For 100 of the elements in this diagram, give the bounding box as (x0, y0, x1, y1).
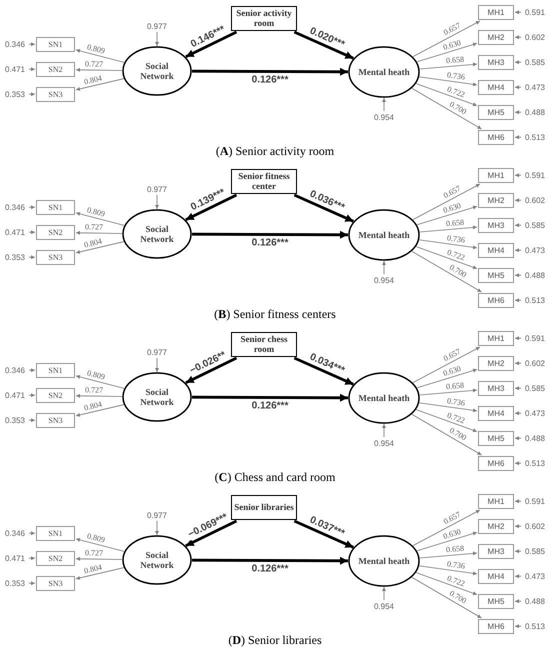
arrow (76, 78, 124, 91)
indicator-box: MH4 (478, 80, 514, 95)
arrow (514, 574, 522, 578)
error-value: 0.513 (522, 621, 548, 631)
arrow (76, 567, 124, 580)
arrow (416, 368, 478, 388)
arrow (185, 520, 238, 548)
indicator-box: MH5 (478, 105, 514, 120)
indicator-box: MH1 (478, 494, 514, 509)
arrow (28, 556, 36, 560)
panel-caption: (A) Senior activity room (216, 144, 334, 159)
latent-variable-ellipse: Social Network (122, 46, 192, 96)
arrow (76, 374, 124, 389)
coefficient-label: 0.804 (82, 73, 104, 86)
arrow (76, 394, 122, 398)
indicator-box: MH6 (478, 130, 514, 145)
error-value: 0.346 (2, 528, 28, 538)
arrow (28, 581, 36, 586)
arrow (28, 205, 36, 210)
coefficient-label: 0.722 (444, 84, 467, 100)
error-value: 0.585 (522, 546, 548, 556)
arrow (412, 346, 480, 383)
latent-variable-ellipse: Mental heath (348, 209, 420, 261)
indicator-box: SN3 (36, 413, 75, 428)
coefficient-label: 0.658 (444, 218, 466, 228)
arrow (28, 368, 36, 372)
indicator-box: SN3 (36, 576, 75, 591)
arrow (28, 67, 36, 72)
arrow (412, 88, 482, 130)
arrow (514, 273, 522, 278)
arrow (412, 510, 480, 546)
error-value: 0.353 (2, 252, 28, 262)
error-value: 0.977 (145, 510, 169, 520)
arrow (382, 586, 386, 600)
arrow (192, 230, 348, 239)
indicator-box: SN1 (36, 526, 75, 541)
arrow (76, 404, 124, 417)
coefficient-label: 0.804 (82, 399, 104, 412)
arrow (155, 32, 159, 46)
arrow (28, 255, 36, 260)
arrow (28, 230, 36, 234)
arrow (514, 549, 522, 554)
error-value: 0.585 (522, 220, 548, 230)
indicator-box: MH4 (478, 569, 514, 584)
indicator-box: MH3 (478, 381, 514, 396)
indicator-box: MH3 (478, 544, 514, 559)
error-value: 0.977 (145, 184, 169, 194)
arrow (294, 30, 354, 60)
error-value: 0.473 (522, 571, 548, 581)
arrow (514, 85, 522, 90)
arrow (412, 251, 482, 292)
arrow (192, 556, 348, 565)
error-value: 0.471 (2, 227, 28, 237)
error-value: 0.591 (522, 333, 548, 343)
error-value: 0.473 (522, 82, 548, 92)
arrow (416, 42, 478, 62)
error-value: 0.471 (2, 390, 28, 400)
arrow (28, 531, 36, 536)
error-value: 0.602 (522, 32, 548, 42)
arrow (76, 68, 122, 72)
arrow (514, 461, 522, 466)
arrow (155, 520, 159, 536)
latent-variable-ellipse: Mental heath (348, 372, 420, 424)
arrow (28, 42, 36, 46)
coefficient-label: 0.809 (84, 204, 107, 219)
arrow (76, 48, 124, 63)
panel-caption: (D) Senior libraries (228, 633, 322, 648)
arrow (294, 520, 354, 549)
indicator-box: MH2 (478, 193, 514, 208)
indicator-box: MH2 (478, 519, 514, 534)
arrow (419, 240, 478, 250)
arrow (416, 83, 478, 106)
error-value: 0.346 (2, 39, 28, 49)
error-value: 0.954 (372, 601, 396, 611)
arrow (155, 358, 159, 372)
error-value: 0.473 (522, 245, 548, 255)
error-value: 0.954 (372, 275, 396, 285)
coefficient-label: 0.658 (444, 380, 466, 392)
indicator-box: MH1 (478, 331, 514, 346)
arrow (514, 223, 522, 228)
arrow (514, 361, 522, 366)
arrow (192, 68, 348, 76)
indicator-box: SN1 (36, 200, 75, 215)
arrow (514, 624, 522, 628)
coefficient-label: 0.658 (444, 54, 466, 66)
arrow (185, 356, 238, 384)
coefficient-label: 0.630 (442, 526, 464, 541)
indicator-box: MH6 (478, 456, 514, 471)
indicator-box: SN2 (36, 225, 75, 240)
indicator-box: SN1 (36, 363, 75, 378)
coefficient-label: 0.722 (444, 410, 467, 426)
error-value: 0.954 (372, 112, 396, 122)
indicator-box: SN3 (36, 250, 75, 265)
arrow (514, 35, 522, 40)
arrow (28, 92, 36, 96)
arrow (419, 76, 478, 86)
latent-variable-ellipse: Mental heath (348, 535, 420, 587)
indicator-box: MH6 (478, 619, 514, 634)
indicator-box: MH2 (478, 356, 514, 371)
coefficient-label: 0.804 (82, 562, 104, 576)
